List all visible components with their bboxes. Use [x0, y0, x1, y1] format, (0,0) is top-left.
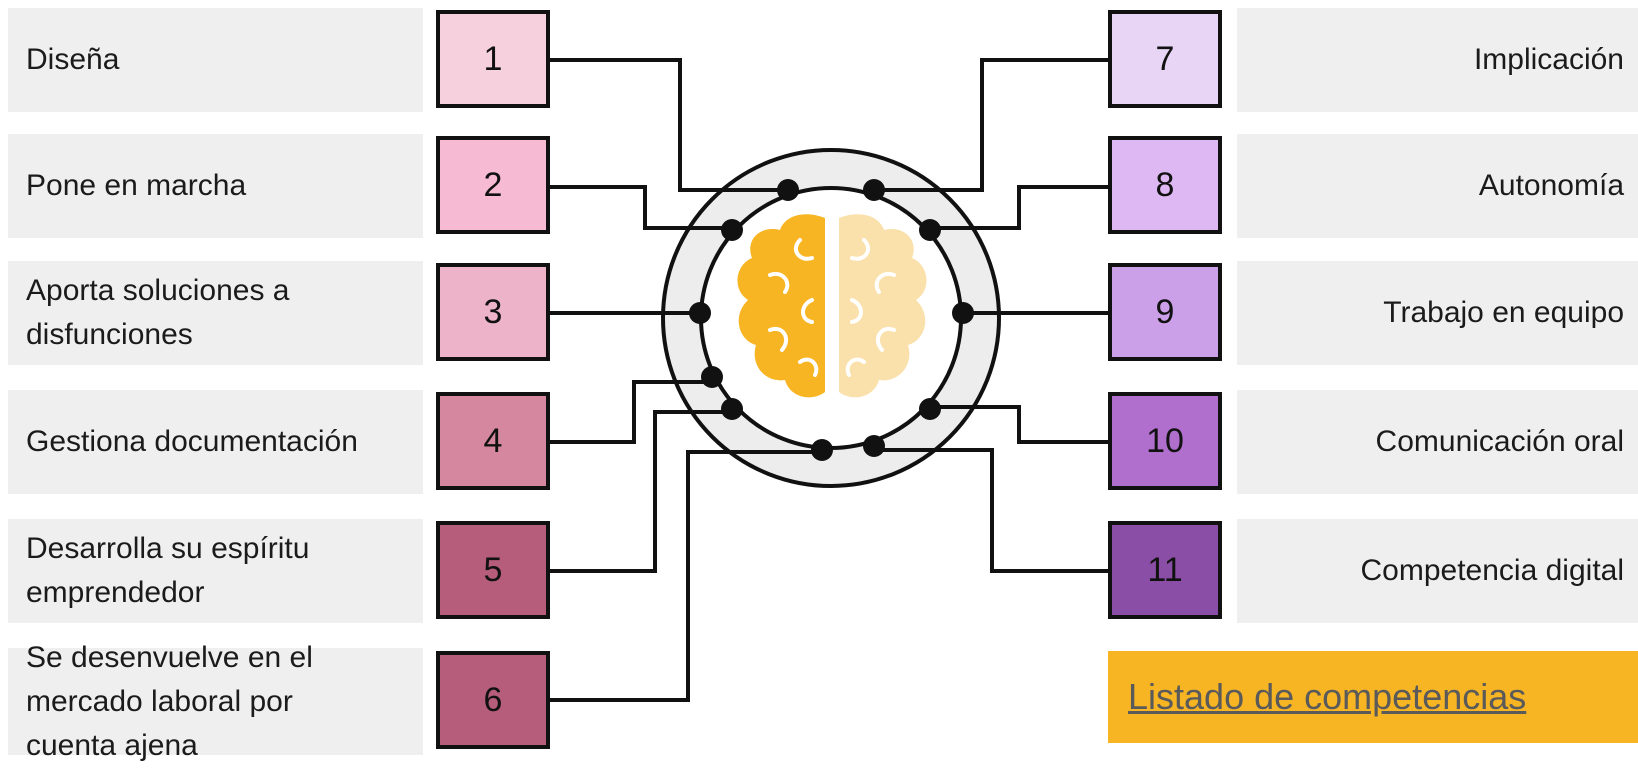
label-item-10: Comunicación oral — [1237, 390, 1638, 494]
wire-4 — [550, 380, 712, 444]
label-item-3: Aporta soluciones a disfunciones — [8, 261, 423, 365]
label-item-5: Desarrolla su espíritu emprendedor — [8, 519, 423, 623]
number-box-5: 5 — [436, 521, 550, 619]
number-box-11: 11 — [1108, 521, 1222, 619]
wire-1 — [550, 58, 788, 192]
label-item-2: Pone en marcha — [8, 134, 423, 238]
label-item-6: Se desenvuelve en el mercado laboral por… — [8, 641, 423, 762]
wire-11 — [874, 448, 1108, 573]
number-box-2: 2 — [436, 136, 550, 234]
wire-10 — [930, 405, 1108, 444]
competencias-list-link[interactable]: Listado de competencias — [1108, 651, 1638, 743]
label-item-9: Trabajo en equipo — [1237, 261, 1638, 365]
number-box-8: 8 — [1108, 136, 1222, 234]
wires — [550, 58, 1108, 702]
wire-2 — [550, 185, 732, 230]
wire-7 — [874, 58, 1108, 192]
wire-6 — [550, 450, 822, 702]
label-item-11: Competencia digital — [1237, 519, 1638, 623]
label-item-1: Diseña — [8, 8, 423, 112]
number-box-4: 4 — [436, 392, 550, 490]
number-box-1: 1 — [436, 10, 550, 108]
brain-icon — [737, 214, 927, 398]
number-box-6: 6 — [436, 651, 550, 749]
label-item-7: Implicación — [1237, 8, 1638, 112]
wire-5 — [550, 410, 732, 573]
number-box-9: 9 — [1108, 263, 1222, 361]
connection-dots — [689, 179, 974, 461]
number-box-7: 7 — [1108, 10, 1222, 108]
label-item-8: Autonomía — [1237, 134, 1638, 238]
number-box-10: 10 — [1108, 392, 1222, 490]
wire-8 — [930, 185, 1108, 230]
number-box-3: 3 — [436, 263, 550, 361]
label-item-4: Gestiona documentación — [8, 390, 423, 494]
